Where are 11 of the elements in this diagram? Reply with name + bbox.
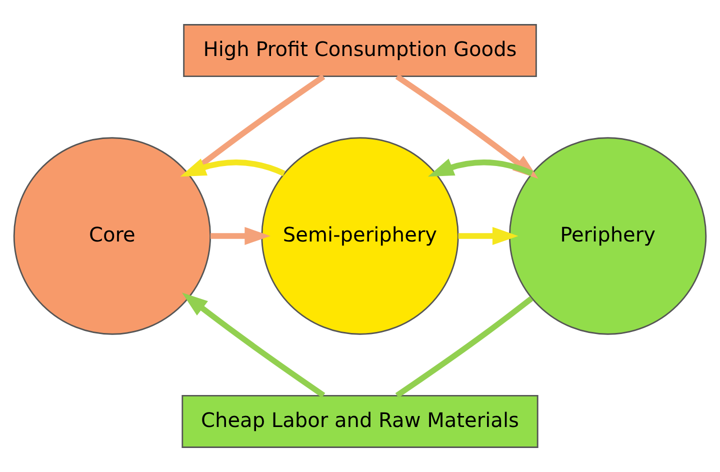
node-box: Cheap Labor and Raw Materials <box>182 395 538 448</box>
node-box: High Profit Consumption Goods <box>183 24 537 77</box>
arrow <box>182 292 326 398</box>
node-circle: Semi-periphery <box>261 137 459 335</box>
node-circle: Core <box>13 137 212 335</box>
node-circle: Periphery <box>508 137 707 335</box>
connector <box>395 296 534 398</box>
arrow <box>458 226 518 246</box>
arrow <box>210 226 271 246</box>
arrow <box>180 158 286 177</box>
arrow <box>428 158 534 177</box>
